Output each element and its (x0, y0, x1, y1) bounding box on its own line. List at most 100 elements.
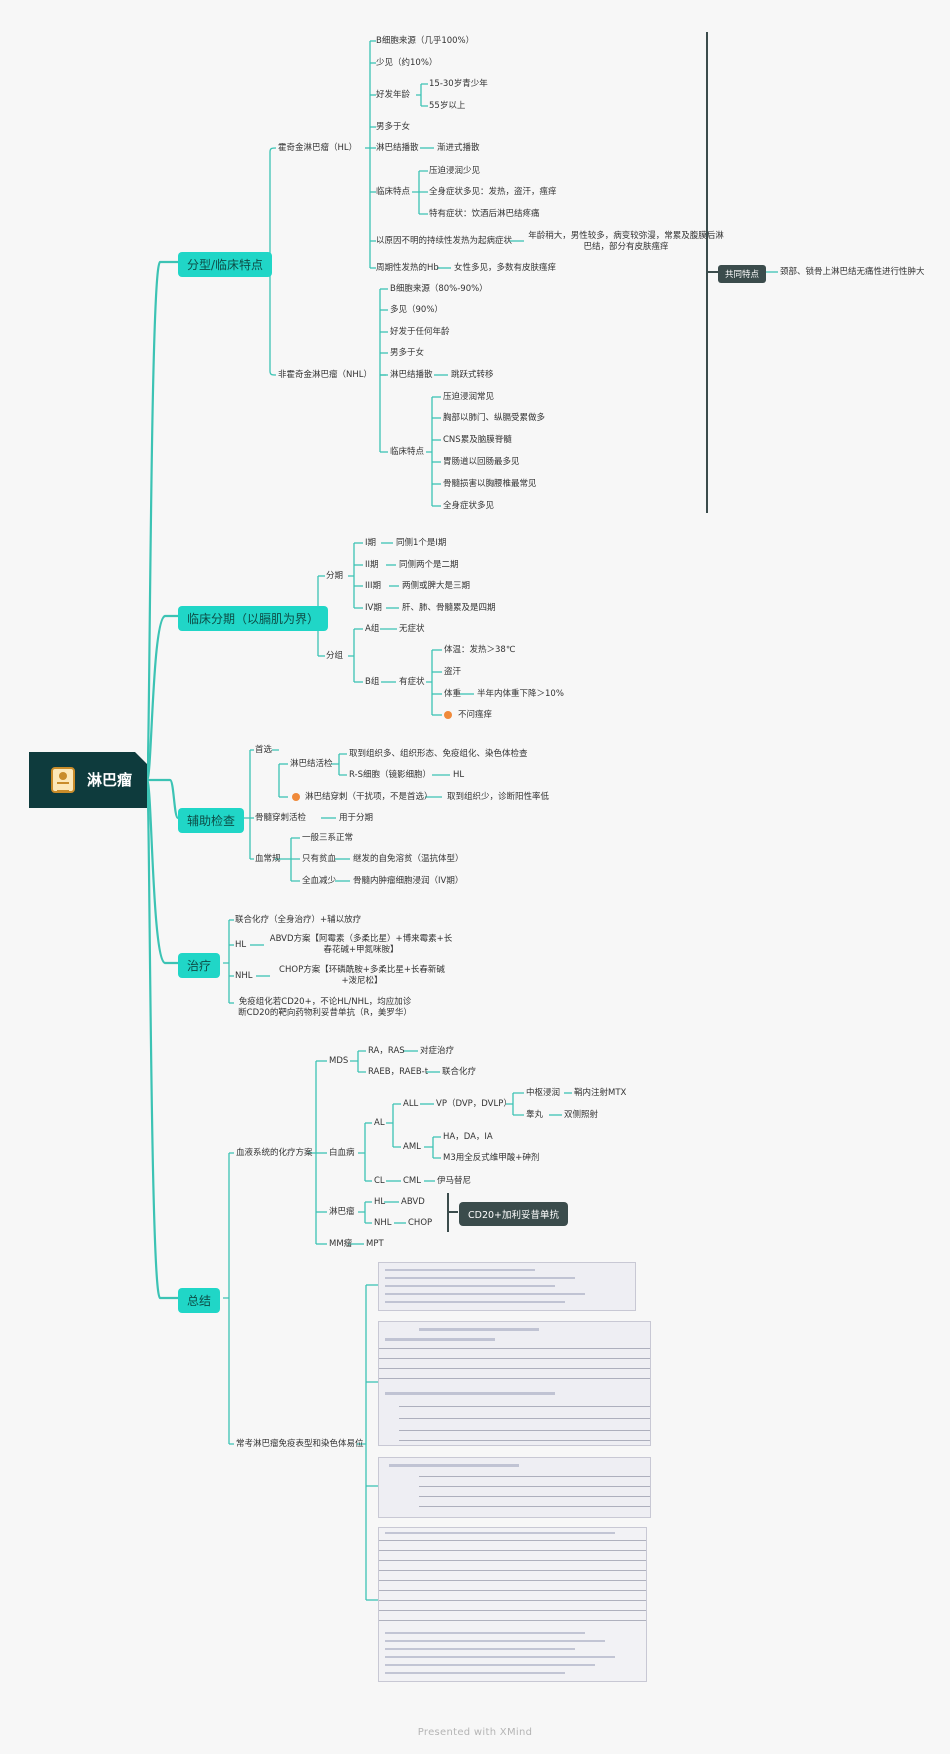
node-stage-4[interactable]: IV期 (365, 603, 382, 613)
node-immuno[interactable]: 常考淋巴瘤免疫表型和染色体易位 (236, 1439, 364, 1449)
node-cns-v[interactable]: 鞘内注射MTX (574, 1088, 627, 1098)
node-ra-v[interactable]: 对症治疗 (420, 1046, 455, 1056)
node-t-nhl[interactable]: NHL (235, 971, 253, 981)
node-group[interactable]: 分组 (326, 651, 344, 661)
tag-cd20[interactable]: CD20+加利妥昔单抗 (459, 1202, 568, 1226)
node-group-a[interactable]: A组 (365, 624, 380, 634)
node-t-nhl-v[interactable]: CHOP方案【环磷酰胺+多柔比星+长春新碱+泼尼松】 (279, 965, 445, 986)
node-l-nhl[interactable]: NHL (374, 1218, 392, 1228)
node-common-feature[interactable]: 颈部、锁骨上淋巴结无痛性进行性肿大 (780, 267, 925, 277)
node-stage-1[interactable]: I期 (365, 538, 377, 548)
node-b-weight-v[interactable]: 半年内体重下降＞10% (477, 689, 564, 699)
node-stage-2[interactable]: II期 (365, 560, 379, 570)
node-hl-c3[interactable]: 特有症状：饮酒后淋巴结疼痛 (429, 209, 540, 219)
node-biopsy1[interactable]: 取到组织多、组织形态、免疫组化、染色体检查 (349, 749, 528, 759)
node-stage[interactable]: 分期 (326, 571, 344, 581)
node-nhl-spread[interactable]: 淋巴结播散 (390, 370, 433, 380)
node-hl-fever[interactable]: 以原因不明的持续性发热为起病症状 (376, 236, 513, 246)
node-testis-v[interactable]: 双侧照射 (564, 1110, 599, 1120)
node-blood2[interactable]: 只有贫血 (302, 854, 337, 864)
node-t-hl-v[interactable]: ABVD方案【阿霉素（多柔比星）+博来霉素+长春花碱+甲氮咪胺】 (269, 934, 453, 955)
node-hl-spread[interactable]: 淋巴结播散 (376, 143, 419, 153)
node-hl-origin[interactable]: B细胞来源（几乎100%） (376, 36, 475, 46)
node-t4[interactable]: 免疫组化若CD20+，不论HL/NHL，均应加诊断CD20的靶向药物利妥昔单抗（… (238, 997, 412, 1018)
node-hl-spread-v[interactable]: 渐进式播散 (437, 143, 480, 153)
node-al[interactable]: AL (374, 1118, 385, 1128)
node-group-b[interactable]: B组 (365, 677, 380, 687)
immuno-image-2[interactable] (378, 1321, 651, 1446)
node-testis[interactable]: 睾丸 (526, 1110, 544, 1120)
node-hl-age[interactable]: 好发年龄 (376, 90, 411, 100)
node-nhl-c3[interactable]: CNS累及脑膜脊髓 (443, 435, 512, 445)
node-nhl-c6[interactable]: 全身症状多见 (443, 501, 495, 511)
node-hl-c2[interactable]: 全身症状多见：发热，盗汗，瘙痒 (429, 187, 557, 197)
root-topic[interactable]: 淋巴瘤 (29, 752, 147, 808)
immuno-image-3[interactable] (378, 1457, 651, 1518)
node-hl-clinical[interactable]: 临床特点 (376, 187, 411, 197)
node-mm[interactable]: MM瘤 (329, 1239, 353, 1249)
node-l-hl[interactable]: HL (374, 1197, 386, 1207)
node-all-v[interactable]: VP（DVP，DVLP） (436, 1099, 512, 1109)
node-hl-fever-v[interactable]: 年龄稍大，男性较多，病变较弥漫，常累及腹膜后淋巴结，部分有皮肤瘙痒 (528, 231, 724, 252)
node-nhl-spread-v[interactable]: 跳跃式转移 (451, 370, 494, 380)
node-stage-3[interactable]: III期 (365, 581, 382, 591)
node-first-choice[interactable]: 首选 (255, 745, 273, 755)
node-hl-periodic-v[interactable]: 女性多见，多数有皮肤瘙痒 (454, 263, 557, 273)
node-t1[interactable]: 联合化疗（全身治疗）+辅以放疗 (235, 915, 362, 925)
category-auxiliary[interactable]: 辅助检查 (178, 808, 245, 833)
node-all[interactable]: ALL (403, 1099, 419, 1109)
node-nhl-origin[interactable]: B细胞来源（80%-90%） (390, 284, 488, 294)
node-hl-age1[interactable]: 15-30岁青少年 (429, 79, 488, 89)
node-nhl-c1[interactable]: 压迫浸润常见 (443, 392, 495, 402)
node-cl[interactable]: CL (374, 1176, 385, 1186)
node-puncture-v[interactable]: 取到组织少，诊断阳性率低 (447, 792, 550, 802)
category-staging[interactable]: 临床分期（以膈肌为界） (178, 606, 329, 631)
tag-common-feature[interactable]: 共同特点 (718, 265, 767, 283)
node-nhl-c5[interactable]: 骨髓损害以胸腰椎最常见 (443, 479, 537, 489)
node-b-itch[interactable]: 不问瘙痒 (458, 710, 493, 720)
node-group-b-v[interactable]: 有症状 (399, 677, 425, 687)
node-group-a-v[interactable]: 无症状 (399, 624, 425, 634)
node-hl-age2[interactable]: 55岁以上 (429, 101, 466, 111)
node-mm-v[interactable]: MPT (366, 1239, 384, 1249)
node-b-sweat[interactable]: 盗汗 (444, 667, 462, 677)
node-nhl[interactable]: 非霍奇金淋巴瘤（NHL） (278, 370, 372, 380)
node-l-hl-v[interactable]: ABVD (401, 1197, 425, 1207)
node-cns[interactable]: 中枢浸润 (526, 1088, 561, 1098)
category-treatment[interactable]: 治疗 (178, 953, 221, 978)
node-hl[interactable]: 霍奇金淋巴瘤（HL） (278, 143, 358, 153)
node-stage-4-v[interactable]: 肝、肺、骨髓累及是四期 (402, 603, 496, 613)
node-marrow[interactable]: 骨髓穿刺活检 (255, 813, 307, 823)
category-classification[interactable]: 分型/临床特点 (178, 252, 273, 277)
node-blood2-v[interactable]: 继发的自免溶贫（温抗体型） (353, 854, 464, 864)
node-nhl-any-age[interactable]: 好发于任何年龄 (390, 327, 450, 337)
node-aml1[interactable]: HA，DA，IA (443, 1132, 493, 1142)
node-hl-periodic[interactable]: 周期性发热的Hb (376, 263, 439, 273)
node-biopsy2[interactable]: R-S细胞（镜影细胞） (349, 770, 432, 780)
node-mds[interactable]: MDS (329, 1056, 349, 1066)
node-l-nhl-v[interactable]: CHOP (408, 1218, 433, 1228)
node-hl-rare[interactable]: 少见（约10%） (376, 58, 438, 68)
immuno-image-1[interactable] (378, 1262, 636, 1311)
node-puncture[interactable]: 淋巴结穿刺（干扰项，不是首选） (305, 792, 433, 802)
node-nhl-male[interactable]: 男多于女 (390, 348, 425, 358)
node-blood1[interactable]: 一般三系正常 (302, 833, 354, 843)
node-blood3[interactable]: 全血减少 (302, 876, 337, 886)
category-summary[interactable]: 总结 (178, 1288, 221, 1313)
node-cml[interactable]: CML (403, 1176, 422, 1186)
node-stage-3-v[interactable]: 两侧或脾大是三期 (402, 581, 471, 591)
immuno-image-4[interactable] (378, 1527, 647, 1682)
node-hl-c1[interactable]: 压迫浸润少见 (429, 166, 481, 176)
node-raeb[interactable]: RAEB，RAEB-t (368, 1067, 429, 1077)
node-aml[interactable]: AML (403, 1142, 421, 1152)
node-nhl-c2[interactable]: 胸部以肺门、纵膈受累做多 (443, 413, 546, 423)
node-stage-2-v[interactable]: 同侧两个是二期 (399, 560, 459, 570)
node-stage-1-v[interactable]: 同侧1个是I期 (396, 538, 447, 548)
node-aml2[interactable]: M3用全反式维甲酸+砷剂 (443, 1153, 540, 1163)
node-biopsy2-v[interactable]: HL (453, 770, 465, 780)
node-lymphoma[interactable]: 淋巴瘤 (329, 1207, 355, 1217)
node-b-weight[interactable]: 体重 (444, 689, 462, 699)
node-marrow-v[interactable]: 用于分期 (339, 813, 374, 823)
node-b-fever[interactable]: 体温：发热＞38℃ (444, 645, 516, 655)
node-biopsy[interactable]: 淋巴结活检 (290, 759, 333, 769)
